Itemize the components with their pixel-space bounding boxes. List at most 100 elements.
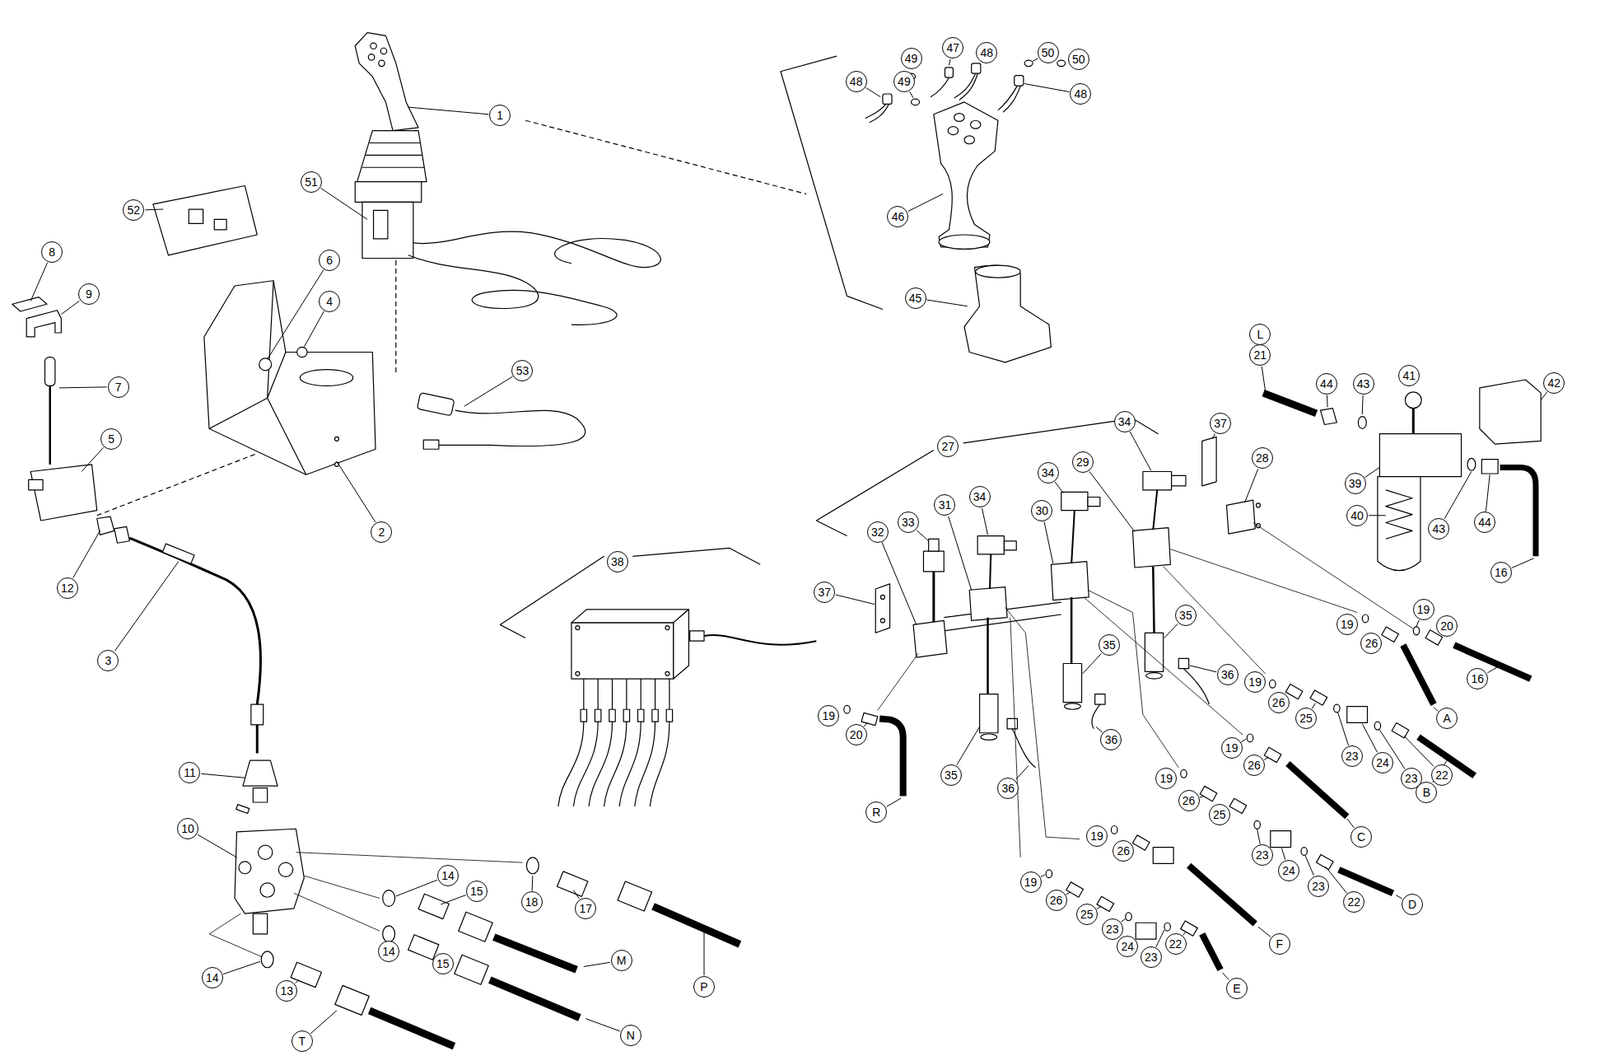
plug-cable [423, 439, 439, 449]
callout-number: 20 [1436, 615, 1458, 637]
joystick [370, 42, 377, 49]
leader-line [583, 961, 611, 966]
callout-number: C [1350, 825, 1372, 848]
callout-number: 23 [1251, 844, 1274, 866]
leader-line [1347, 818, 1355, 828]
leader-line [303, 311, 324, 348]
callout-number: 40 [1346, 504, 1368, 527]
callout-number: 49 [900, 47, 923, 70]
grip-exploded [1024, 60, 1033, 66]
callout-number: 12 [56, 577, 79, 599]
junction-box [499, 547, 761, 638]
grip-exploded [964, 135, 975, 145]
leader-line [1245, 468, 1259, 502]
callout-number: 26 [1360, 632, 1382, 654]
leader-line [948, 516, 972, 590]
hose-fittings-left [653, 905, 740, 944]
leader-line [1096, 726, 1103, 733]
junction-box [638, 709, 644, 722]
filter [1379, 433, 1461, 477]
joystick [395, 260, 397, 373]
callout-number: 25 [1295, 707, 1317, 729]
callout-number: 27 [937, 435, 959, 458]
valve-10 [260, 882, 275, 897]
leader-line [1040, 874, 1045, 877]
callout-number: 11 [178, 761, 201, 784]
hose-fittings-left [382, 890, 396, 907]
hose-fittings-right [1180, 920, 1199, 936]
hose-fittings-right [1125, 912, 1132, 921]
lever-valve [97, 453, 256, 515]
callout-number: 23 [1101, 918, 1124, 940]
grip-exploded [911, 98, 920, 105]
leader-line [30, 262, 47, 302]
leader-line [1257, 828, 1261, 844]
grip-exploded [882, 93, 892, 104]
valve-assembly [989, 554, 991, 589]
junction-box [575, 671, 580, 676]
callout-number: 38 [606, 550, 629, 573]
grip-exploded [975, 265, 1022, 278]
parts-illustration [12, 32, 1541, 1047]
callout-number: 34 [1114, 410, 1136, 433]
valve-10 [236, 804, 250, 814]
leader-line [1032, 58, 1038, 61]
hose-fittings-right [1164, 922, 1171, 931]
grip-exploded [947, 126, 958, 136]
hose-fittings-right [1374, 721, 1381, 730]
hose-fittings-left [261, 951, 274, 968]
leader-line [464, 376, 514, 406]
control-cable [162, 543, 195, 564]
leader-line [114, 561, 178, 652]
valve-assembly [1091, 704, 1101, 729]
valve-assembly [1007, 718, 1017, 728]
callout-number: 22 [1343, 890, 1365, 913]
leader-line [531, 875, 534, 891]
callout-number: 20 [845, 723, 868, 746]
filter [1377, 476, 1421, 571]
leader-line [295, 979, 300, 984]
hose-fittings-right [1334, 704, 1340, 713]
callout-number: 48 [1069, 83, 1092, 105]
callout-number: 26 [1243, 754, 1265, 776]
callout-number: M [611, 949, 633, 971]
hose-fittings-right [1391, 723, 1409, 738]
hose-fittings-left [369, 1010, 455, 1046]
valve-assembly [1178, 657, 1189, 668]
hose-fittings-right [1403, 644, 1434, 705]
console [334, 436, 339, 441]
small-parts [12, 297, 47, 312]
hose-fittings-right [1362, 614, 1368, 623]
leader-line [1305, 854, 1315, 875]
grip-exploded [970, 120, 980, 129]
leader-line [396, 879, 438, 896]
joystick [357, 130, 427, 182]
leader-line [1261, 366, 1265, 392]
callout-number: 51 [300, 171, 322, 193]
leader-line [1066, 891, 1071, 895]
leader-line [336, 461, 376, 523]
leader-line [310, 1010, 337, 1034]
console [204, 280, 376, 475]
hose-fittings-right [1135, 922, 1157, 939]
leader-line [881, 542, 917, 626]
grip-exploded [998, 85, 1021, 112]
leader-line [1156, 929, 1165, 947]
leader-line [200, 773, 245, 778]
leader-line [1444, 471, 1472, 518]
leader-line [1016, 765, 1029, 780]
leader-line [1368, 514, 1386, 516]
callout-number: 34 [969, 485, 991, 508]
hose-fittings-right [1132, 834, 1150, 850]
callout-number: 36 [997, 777, 1019, 799]
decal-plate [153, 186, 257, 256]
callout-number: 23 [1140, 946, 1162, 968]
valve-assembly [1142, 471, 1172, 490]
valve-assembly [1087, 496, 1101, 506]
hose-fittings-left [335, 984, 369, 1015]
hose-fittings-right [844, 614, 1531, 970]
valve-assembly [816, 418, 1158, 537]
junction-box [575, 625, 580, 630]
callout-number: 1 [489, 104, 511, 126]
console [209, 280, 307, 475]
